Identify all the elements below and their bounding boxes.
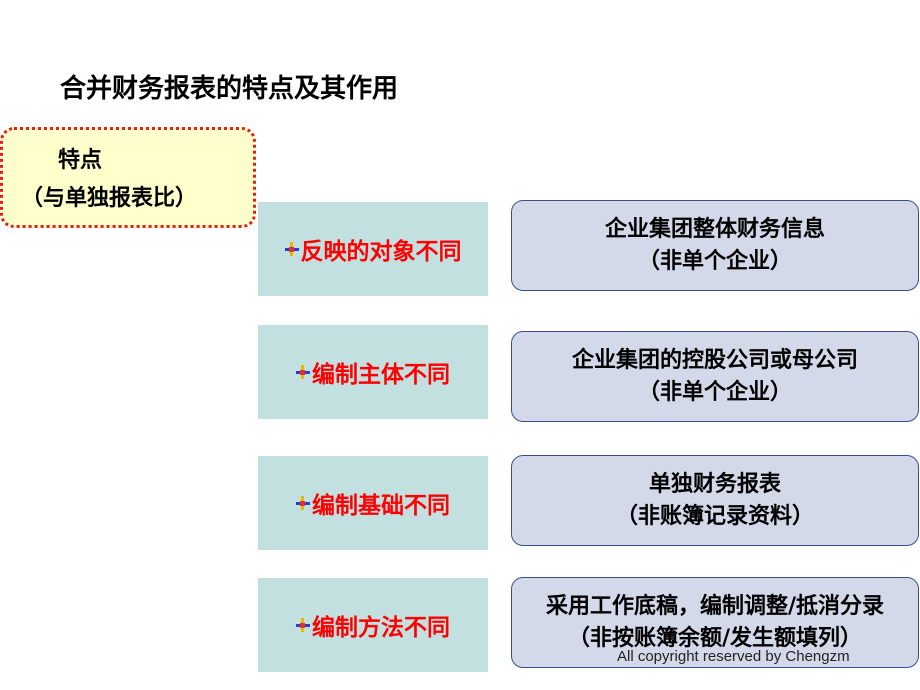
row-3-label: 编制基础不同 xyxy=(296,486,450,520)
row-4-description-line1: 采用工作底稿，编制调整/抵消分录 xyxy=(545,594,885,619)
row-3-label-box: 编制基础不同 xyxy=(258,456,488,550)
feature-label-line1: 特点 xyxy=(58,148,103,173)
row-1-label: 反映的对象不同 xyxy=(284,232,462,266)
row-2-description-line2: （非单个企业） xyxy=(637,380,792,405)
row-4-description-box: 采用工作底稿，编制调整/抵消分录 （非按账簿余额/发生额填列） xyxy=(511,577,919,668)
plus-bullet-icon xyxy=(296,618,310,632)
row-4-description-line2: （非按账簿余额/发生额填列） xyxy=(567,626,863,651)
row-1-description-line1: 企业集团整体财务信息 xyxy=(604,217,825,242)
row-1-description-line2: （非单个企业） xyxy=(637,249,792,274)
row-2-label-text: 编制主体不同 xyxy=(312,362,450,388)
row-1-label-text: 反映的对象不同 xyxy=(300,239,462,265)
row-4-label-text: 编制方法不同 xyxy=(312,615,450,641)
plus-bullet-icon xyxy=(284,242,299,256)
plus-bullet-icon xyxy=(296,365,310,379)
row-3-label-text: 编制基础不同 xyxy=(312,493,450,519)
feature-label-line2: （与单独报表比） xyxy=(21,186,198,211)
row-4-label: 编制方法不同 xyxy=(296,608,450,642)
row-2-label-box: 编制主体不同 xyxy=(258,325,488,419)
plus-bullet-icon xyxy=(296,496,310,510)
row-3-description-line2: （非账簿记录资料） xyxy=(615,504,814,529)
row-2-label: 编制主体不同 xyxy=(296,355,450,389)
row-4-label-box: 编制方法不同 xyxy=(258,578,488,672)
row-1-description-box: 企业集团整体财务信息 （非单个企业） xyxy=(511,200,919,291)
row-1-label-box: 反映的对象不同 xyxy=(258,202,488,296)
row-2-description-line1: 企业集团的控股公司或母公司 xyxy=(571,348,858,373)
row-2-description-box: 企业集团的控股公司或母公司 （非单个企业） xyxy=(511,331,919,422)
row-3-description-line1: 单独财务报表 xyxy=(648,472,781,497)
slide-title: 合并财务报表的特点及其作用 xyxy=(60,74,399,104)
feature-callout: 特点 （与单独报表比） xyxy=(0,127,256,228)
row-3-description-box: 单独财务报表 （非账簿记录资料） xyxy=(511,455,919,546)
copyright-notice: All copyright reserved by Chengzm xyxy=(617,648,850,665)
